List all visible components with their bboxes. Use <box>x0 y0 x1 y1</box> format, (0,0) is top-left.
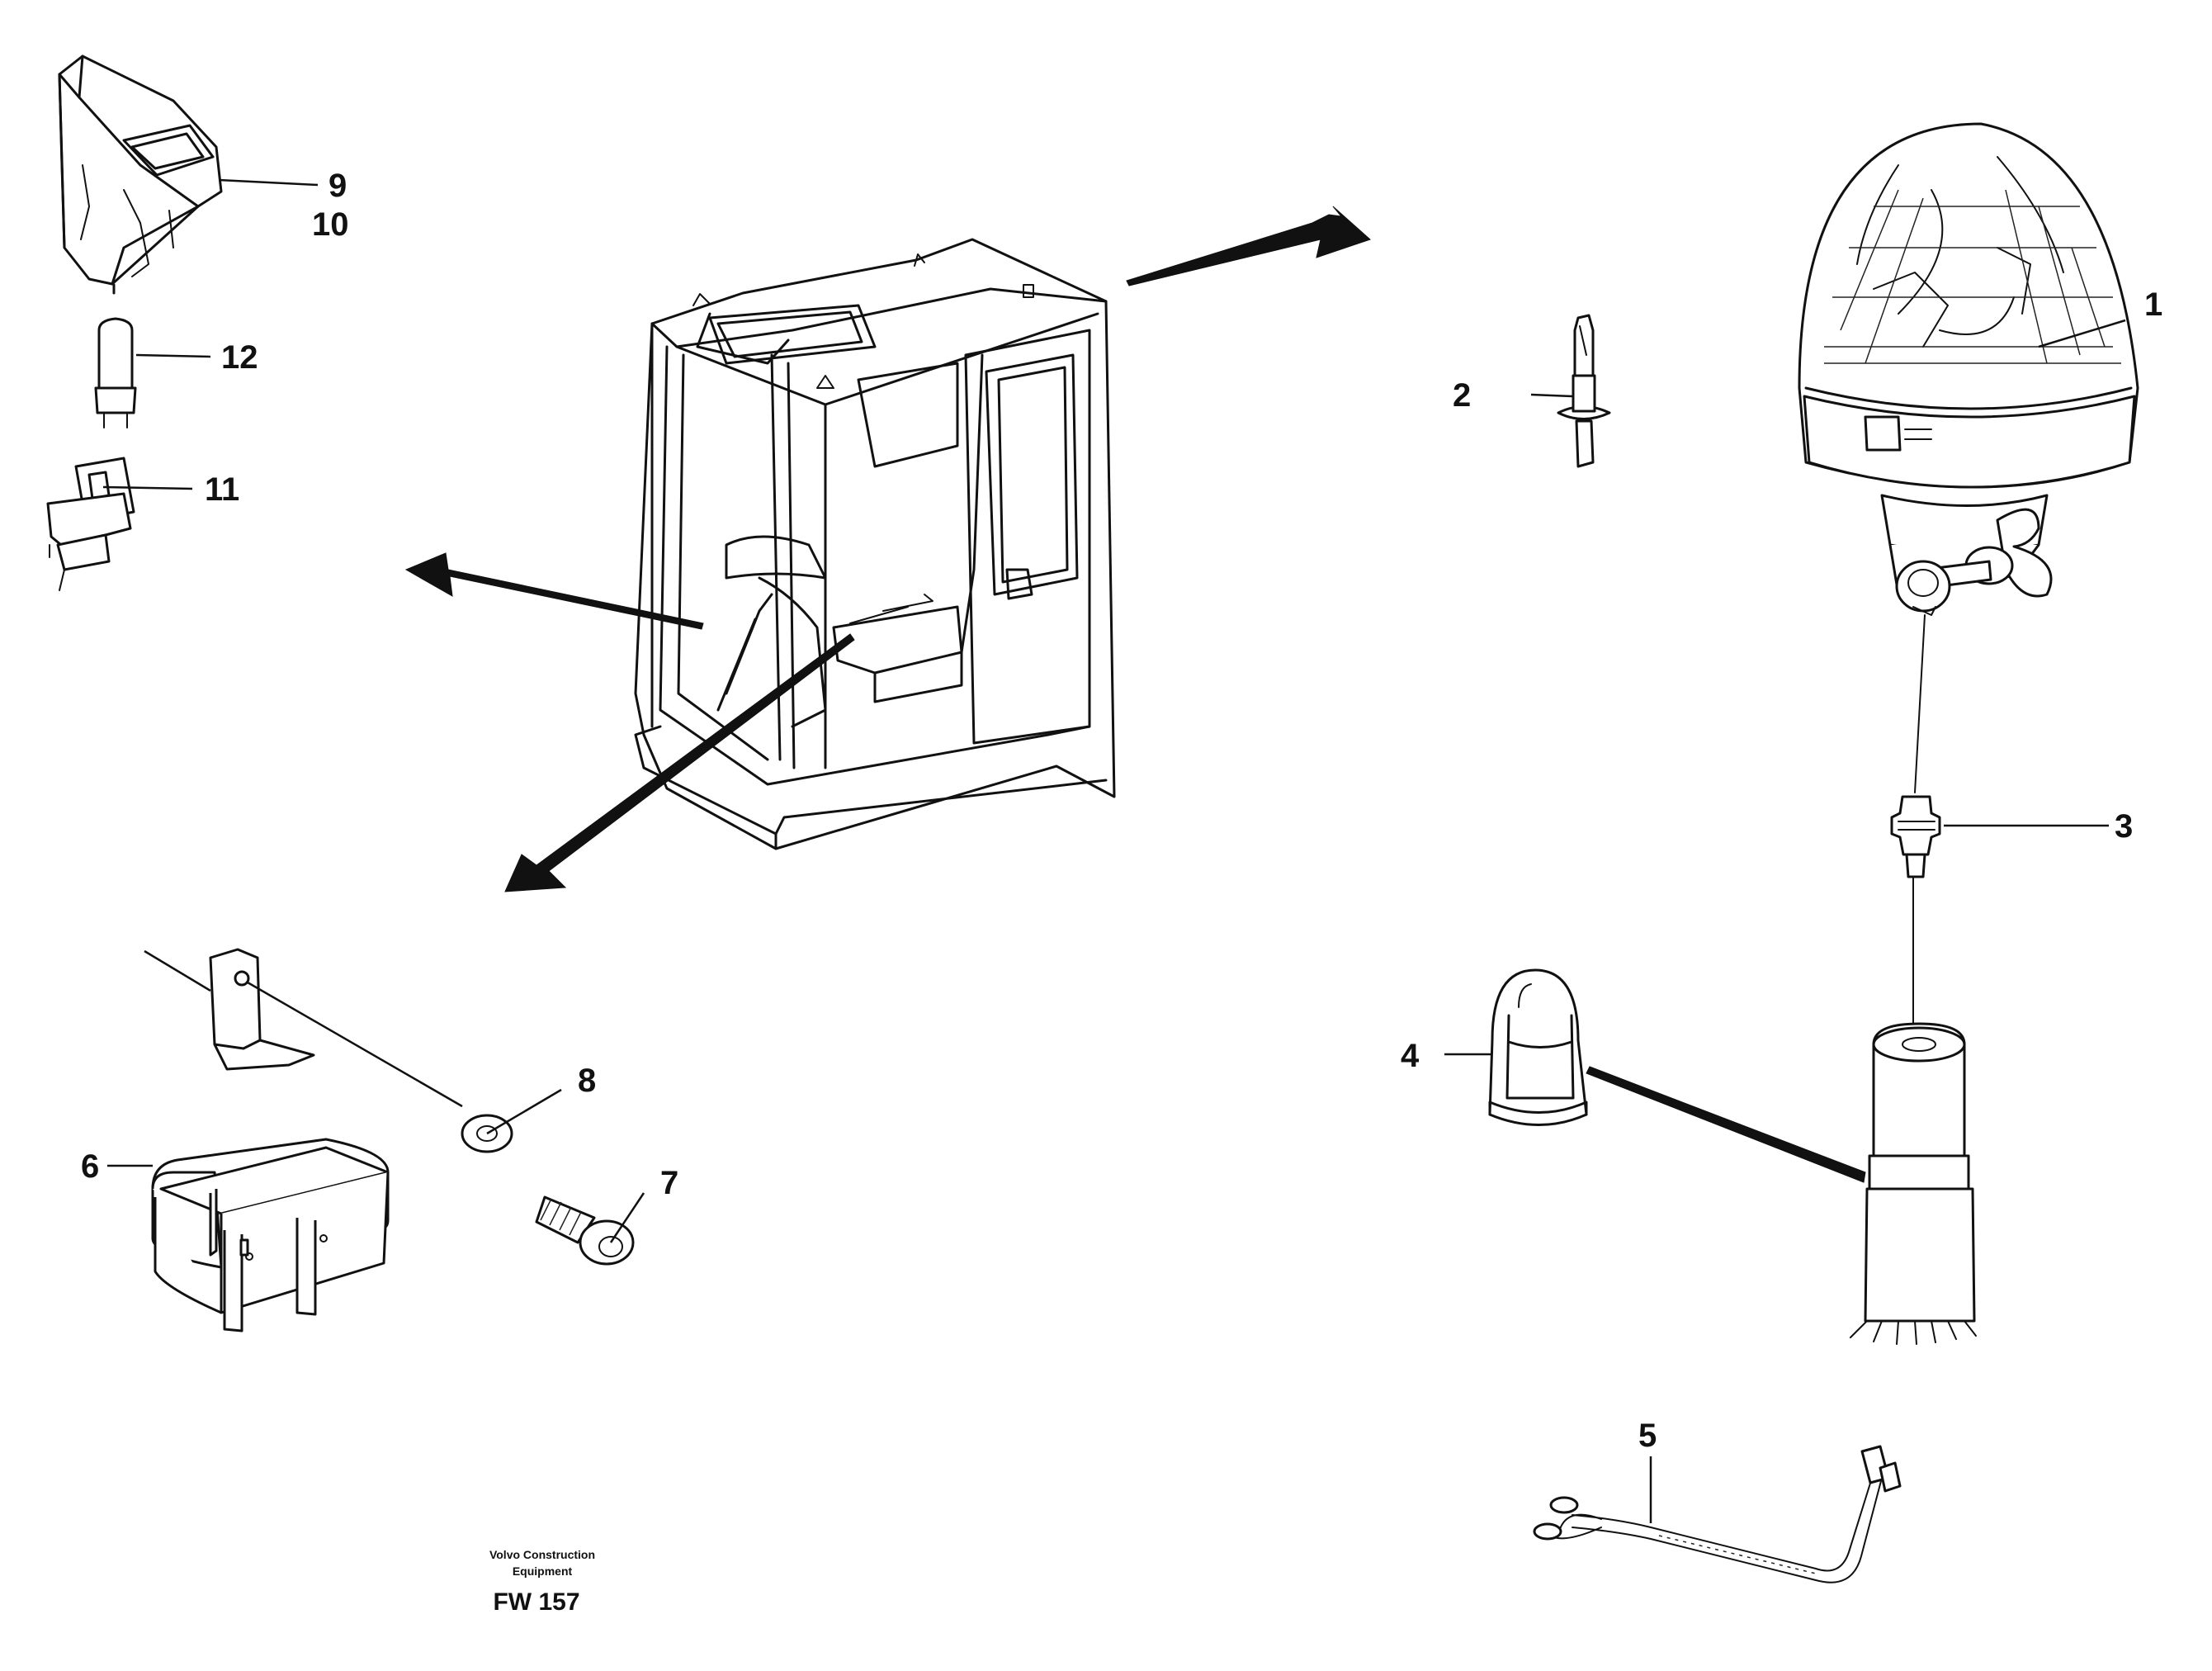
callout-4: 4 <box>1401 1038 1420 1074</box>
switch-bulb <box>94 283 137 428</box>
figure-code: FW 157 <box>493 1588 579 1616</box>
rocker-switch <box>58 54 223 286</box>
beacon-cable <box>1912 614 1926 1033</box>
rotating-beacon <box>1798 122 2139 616</box>
mounting-tube <box>1850 1022 1977 1345</box>
arrow-to-beacon <box>1126 206 1371 286</box>
beacon-bulb <box>1557 314 1611 468</box>
callout-9: 9 <box>328 168 347 204</box>
callout-7: 7 <box>660 1165 678 1201</box>
callout-11: 11 <box>205 471 239 508</box>
operator-cab <box>634 238 1116 850</box>
protective-cap <box>1488 968 1588 1126</box>
footer-publisher-line1: Volvo Construction <box>489 1548 595 1561</box>
wire-harness <box>1533 1445 1902 1583</box>
callout-12: 12 <box>221 339 258 376</box>
leader-lines <box>102 178 2126 1523</box>
callout-5: 5 <box>1638 1418 1657 1454</box>
arrow-cap-to-tube <box>1586 1066 1866 1183</box>
screw <box>535 1195 635 1266</box>
cable-connector <box>1890 795 1941 878</box>
callout-10: 10 <box>312 206 349 243</box>
callout-labels: 1 2 3 4 5 6 7 8 9 10 11 12 <box>81 168 2162 1454</box>
publisher-footer: Volvo Construction Equipment FW 157 <box>489 1548 595 1616</box>
callout-8: 8 <box>578 1063 596 1099</box>
callout-1: 1 <box>2144 286 2162 323</box>
callout-6: 6 <box>81 1148 99 1185</box>
bulb-socket <box>46 457 135 591</box>
footer-publisher-line2: Equipment <box>513 1564 573 1578</box>
callout-3: 3 <box>2115 808 2133 845</box>
relay <box>144 948 463 1333</box>
callout-2: 2 <box>1453 377 1471 414</box>
arrow-to-switch <box>404 552 704 630</box>
arrow-to-relay <box>504 633 855 892</box>
